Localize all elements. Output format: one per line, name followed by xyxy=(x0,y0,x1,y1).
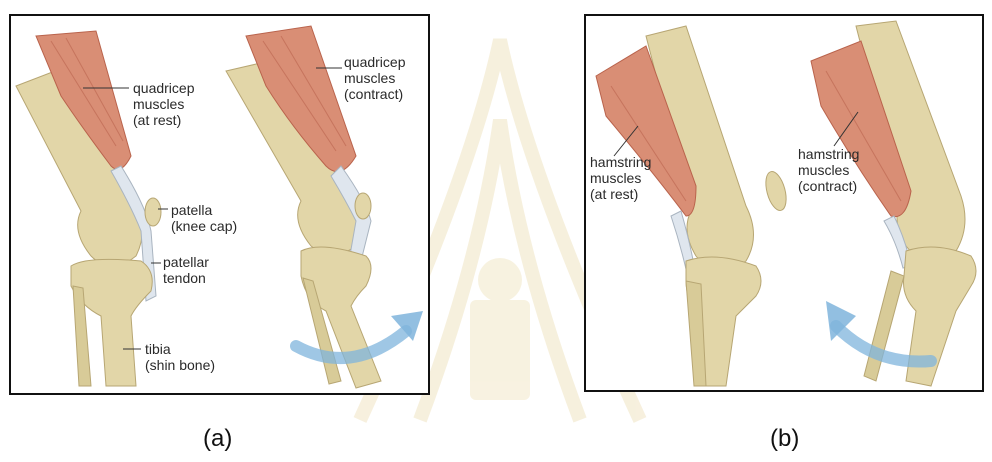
caption-b: (b) xyxy=(770,425,799,453)
label-patella: patella (knee cap) xyxy=(171,202,237,234)
quadricep-panel: quadricep muscles (at rest) quadricep mu… xyxy=(9,14,430,395)
left-hamstring-figure xyxy=(596,26,790,386)
label-quadricep-rest: quadricep muscles (at rest) xyxy=(133,80,195,128)
right-hamstring-figure xyxy=(811,21,976,386)
label-patellar-tendon: patellar tendon xyxy=(163,254,209,286)
label-hamstring-contract: hamstring muscles (contract) xyxy=(798,146,859,194)
hamstring-panel: hamstring muscles (at rest) hamstring mu… xyxy=(584,14,984,392)
label-quadricep-contract: quadricep muscles (contract) xyxy=(344,54,406,102)
label-hamstring-rest: hamstring muscles (at rest) xyxy=(590,154,651,202)
caption-a: (a) xyxy=(203,425,232,453)
label-tibia: tibia (shin bone) xyxy=(145,341,215,373)
hamstring-knee-illustration xyxy=(586,16,984,392)
